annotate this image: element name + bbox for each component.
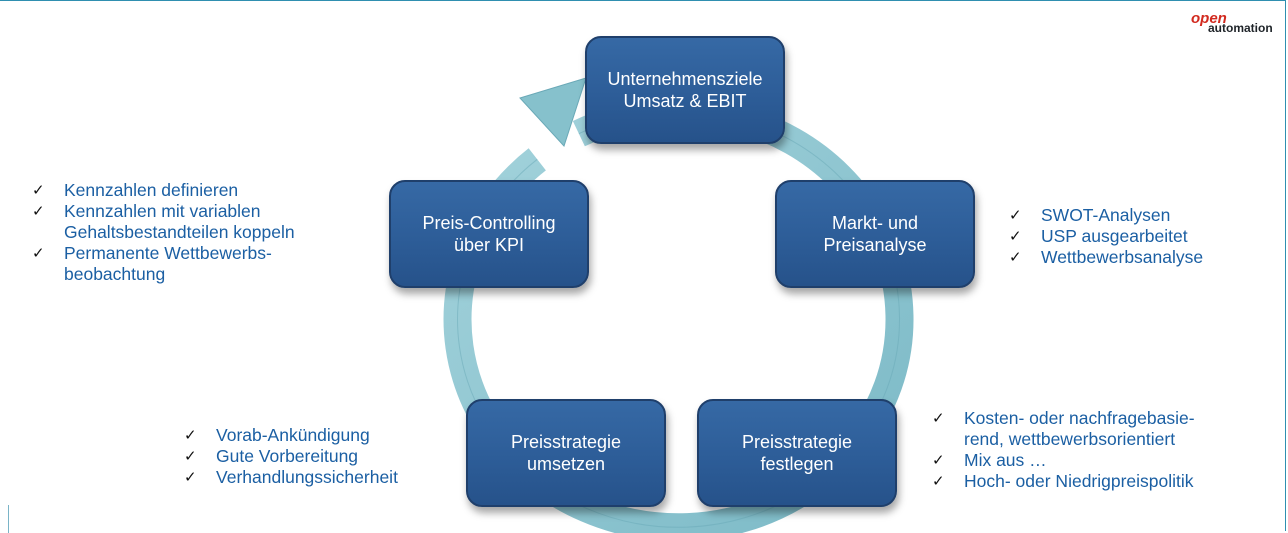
logo-open-text: open — [1191, 10, 1227, 27]
box-preisstrategie-umsetzen: Preisstrategie umsetzen — [466, 399, 666, 507]
notes-right-list: ✓ SWOT-Analysen ✓ USP ausgearbeitet ✓ We… — [1007, 205, 1203, 268]
check-icon: ✓ — [184, 468, 197, 486]
check-icon: ✓ — [32, 202, 45, 220]
check-icon: ✓ — [1009, 206, 1022, 224]
note-text: Gute Vorbereitung — [216, 446, 359, 466]
box-unternehmensziele-line1: Unternehmensziele — [607, 69, 763, 89]
notes-bottom-right-list: ✓ Kosten- oder nachfragebasie- rend, wet… — [930, 408, 1195, 492]
note-text: Kennzahlen mit variablen — [64, 201, 261, 221]
note-item: ✓ Permanente Wettbewerbs- beobachtung — [30, 243, 295, 285]
note-item: ✓ Verhandlungssicherheit — [182, 467, 398, 488]
note-text: Hoch- oder Niedrigpreispolitik — [964, 471, 1194, 491]
logo-automation-text: automation — [1208, 21, 1273, 35]
note-item: ✓ Wettbewerbsanalyse — [1007, 247, 1203, 268]
note-text: Wettbewerbsanalyse — [1041, 247, 1204, 267]
note-item: ✓ Mix aus … — [930, 450, 1195, 471]
box-preisstrategie-umsetzen-line1: Preisstrategie — [510, 432, 622, 452]
note-text: Verhandlungssicherheit — [216, 467, 398, 487]
note-text: Mix aus … — [964, 450, 1047, 470]
notes-left-list: ✓ Kennzahlen definieren ✓ Kennzahlen mit… — [30, 180, 295, 285]
note-text-continued: Gehaltsbestandteilen koppeln — [64, 222, 295, 242]
box-markt-preisanalyse: Markt- und Preisanalyse — [775, 180, 975, 288]
note-item: ✓ Vorab-Ankündigung — [182, 425, 398, 446]
note-text: Vorab-Ankündigung — [216, 425, 370, 445]
check-icon: ✓ — [32, 181, 45, 199]
box-preis-controlling-line1: Preis-Controlling — [422, 213, 556, 233]
box-unternehmensziele: Unternehmensziele Umsatz & EBIT — [585, 36, 785, 144]
box-unternehmensziele-line2: Umsatz & EBIT — [623, 91, 747, 111]
open-automation-logo: open automation — [1184, 11, 1274, 37]
box-preisstrategie-festlegen: Preisstrategie festlegen — [697, 399, 897, 507]
cycle-arrow-head — [519, 77, 587, 147]
note-item: ✓ Kosten- oder nachfragebasie- rend, wet… — [930, 408, 1195, 450]
box-preisstrategie-umsetzen-line2: umsetzen — [526, 454, 606, 474]
note-item: ✓ Hoch- oder Niedrigpreispolitik — [930, 471, 1195, 492]
check-icon: ✓ — [932, 451, 945, 469]
box-preisstrategie-festlegen-line2: festlegen — [760, 454, 834, 474]
note-item: ✓ Kennzahlen mit variablen Gehaltsbestan… — [30, 201, 295, 243]
note-text: USP ausgearbeitet — [1041, 226, 1188, 246]
note-text: SWOT-Analysen — [1041, 205, 1171, 225]
notes-bottom-left-list: ✓ Vorab-Ankündigung ✓ Gute Vorbereitung … — [182, 425, 398, 488]
note-text: Kennzahlen definieren — [64, 180, 239, 200]
note-item: ✓ Kennzahlen definieren — [30, 180, 295, 201]
note-text-continued: beobachtung — [64, 264, 166, 284]
box-preisstrategie-festlegen-line1: Preisstrategie — [741, 432, 853, 452]
check-icon: ✓ — [932, 472, 945, 490]
slide-left-rule — [8, 505, 9, 533]
check-icon: ✓ — [1009, 248, 1022, 266]
note-item: ✓ USP ausgearbeitet — [1007, 226, 1203, 247]
note-item: ✓ Gute Vorbereitung — [182, 446, 398, 467]
box-preis-controlling-line2: über KPI — [453, 235, 525, 255]
check-icon: ✓ — [184, 426, 197, 444]
check-icon: ✓ — [1009, 227, 1022, 245]
check-icon: ✓ — [32, 244, 45, 262]
check-icon: ✓ — [184, 447, 197, 465]
box-markt-preisanalyse-line2: Preisanalyse — [823, 235, 927, 255]
note-item: ✓ SWOT-Analysen — [1007, 205, 1203, 226]
box-preis-controlling: Preis-Controlling über KPI — [389, 180, 589, 288]
check-icon: ✓ — [932, 409, 945, 427]
note-text-continued: rend, wettbewerbsorientiert — [964, 429, 1176, 449]
box-markt-preisanalyse-line1: Markt- und — [831, 213, 919, 233]
note-text: Kosten- oder nachfragebasie- — [964, 408, 1195, 428]
note-text: Permanente Wettbewerbs- — [64, 243, 272, 263]
